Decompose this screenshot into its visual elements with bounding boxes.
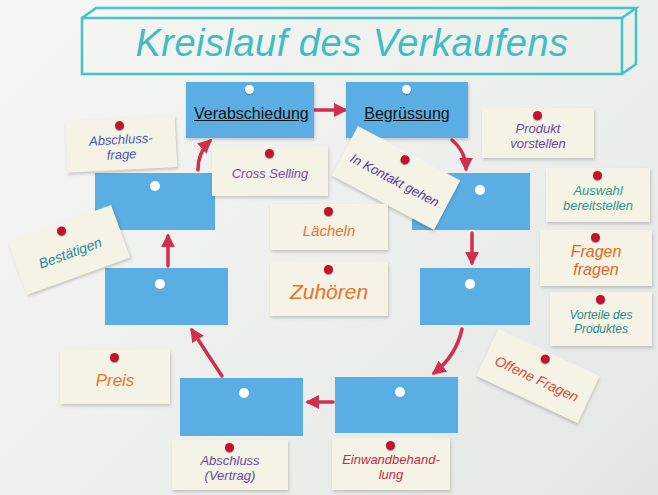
note-card: Preis <box>60 350 170 404</box>
card-text: Fragen fragen <box>548 243 644 280</box>
note-card: Abschluss (Vertrag) <box>172 440 288 490</box>
note-card: Zuhören <box>270 262 388 316</box>
pin <box>533 111 542 120</box>
pin <box>596 295 605 304</box>
card-text: Abschluss- frage <box>73 130 168 165</box>
note-card: Lächeln <box>270 204 388 250</box>
pin <box>593 171 602 180</box>
title: Kreislauf des Verkaufens <box>82 14 622 72</box>
card-text: Vorteile des Produktes <box>558 309 644 337</box>
card-text: In Kontakt gehen <box>347 151 442 211</box>
card-text: Produkt vorstellen <box>490 122 586 152</box>
card-text: Offene Fragen <box>490 352 584 407</box>
card-text: Preis <box>68 371 162 391</box>
card-text: Verabschiedung <box>194 105 306 123</box>
pin <box>591 233 600 242</box>
card-text: Cross Selling <box>220 167 320 182</box>
pin <box>265 149 274 158</box>
card-text: Bestätigen <box>23 230 117 277</box>
pin <box>386 441 395 450</box>
note-card: Fragen fragen <box>540 230 652 286</box>
card-text: Lächeln <box>278 222 380 239</box>
card-text: Begrüssung <box>354 105 460 123</box>
note-card: Auswahl bereitstellen <box>546 168 650 222</box>
pin <box>324 207 333 216</box>
note-card: Vorteile des Produktes <box>550 292 652 346</box>
title-frame <box>82 8 636 74</box>
card-text: Auswahl bereitstellen <box>554 184 642 214</box>
note-card: Produkt vorstellen <box>482 108 594 158</box>
card-text: Einwandbehand- lung <box>340 453 442 483</box>
pin <box>324 265 333 274</box>
pin <box>56 225 68 237</box>
pin <box>402 85 411 94</box>
pin <box>399 154 411 166</box>
step-card: Verabschiedung <box>186 82 314 138</box>
card-text: Zuhören <box>278 280 380 304</box>
pin <box>225 443 234 452</box>
card-text: Abschluss (Vertrag) <box>180 454 280 484</box>
note-card: Cross Selling <box>212 146 328 196</box>
cycle-arrow <box>314 108 345 112</box>
note-card: Einwandbehand- lung <box>332 438 450 490</box>
pin <box>245 85 254 94</box>
note-card: Abschluss- frage <box>65 115 178 173</box>
pin <box>539 353 551 365</box>
pin <box>115 121 124 130</box>
pin <box>110 353 119 362</box>
